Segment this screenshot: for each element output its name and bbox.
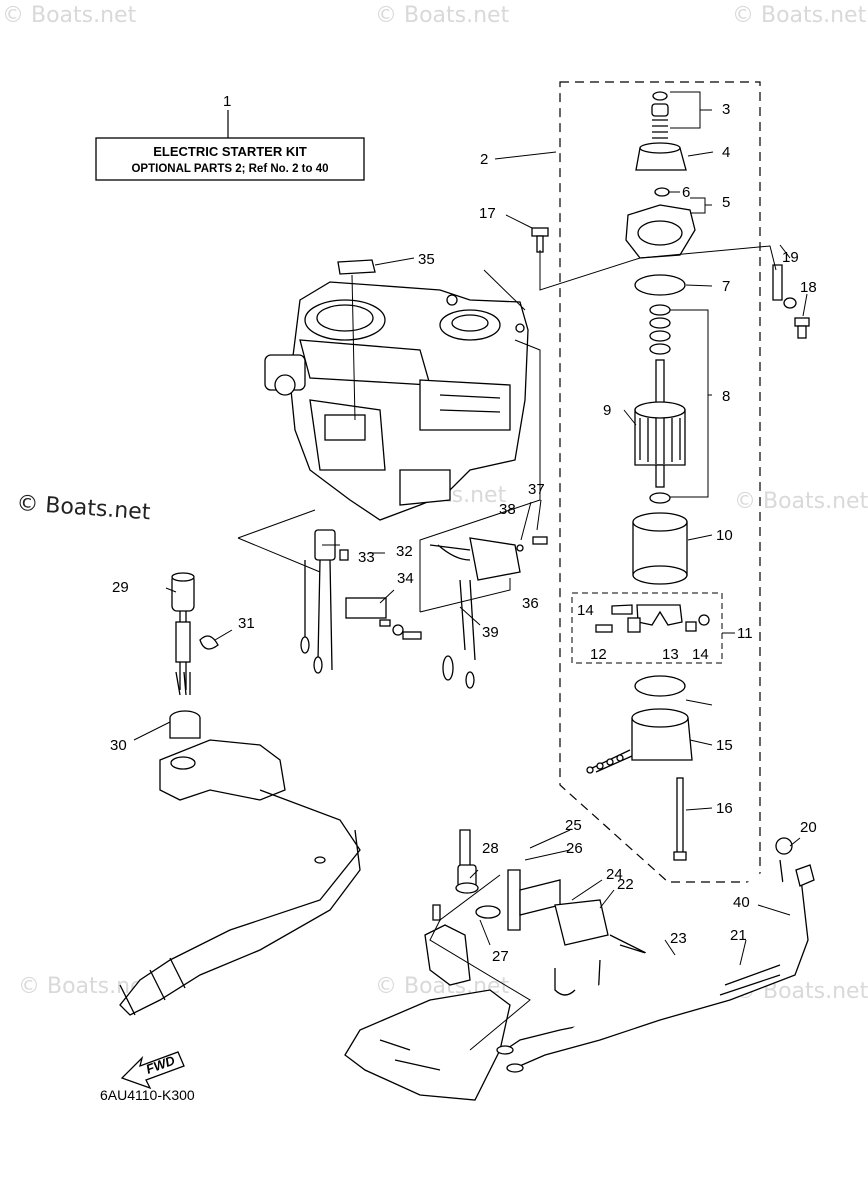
callout-38: 38: [499, 501, 516, 518]
leader-lines: [133, 91, 808, 1051]
center-wiring: [300, 259, 548, 689]
callout-33: 33: [358, 549, 375, 566]
callout-39: 39: [482, 624, 499, 641]
watermark-mid-right: © Boats.net: [734, 489, 868, 514]
engine-block: [264, 281, 529, 521]
callout-31: 31: [238, 615, 255, 632]
callout-12: 12: [590, 646, 607, 663]
callout-35: 35: [418, 251, 435, 268]
watermark-top-right: © Boats.net: [732, 3, 867, 28]
callout-2: 2: [480, 151, 488, 168]
callout-1: 1: [223, 93, 231, 110]
callout-20: 20: [800, 819, 817, 836]
callout-36: 36: [522, 595, 539, 612]
callout-10: 10: [716, 527, 733, 544]
callout-14a: 14: [577, 602, 594, 619]
title-line-2: OPTIONAL PARTS 2; Ref No. 2 to 40: [131, 163, 328, 175]
callout-23: 23: [670, 930, 687, 947]
callout-9: 9: [603, 402, 611, 419]
callout-8: 8: [722, 388, 730, 405]
callout-18: 18: [800, 279, 817, 296]
callout-37: 37: [528, 481, 545, 498]
title-box: ELECTRIC STARTER KIT OPTIONAL PARTS 2; R…: [95, 110, 365, 181]
callout-22: 22: [617, 876, 634, 893]
callout-34: 34: [397, 570, 414, 587]
callout-40: 40: [733, 894, 750, 911]
watermark-top-left: © Boats.net: [2, 3, 137, 28]
callout-11: 11: [737, 625, 753, 642]
callout-27: 27: [492, 948, 509, 965]
callout-13: 13: [662, 646, 679, 663]
callout-4: 4: [722, 144, 730, 161]
callout-32: 32: [396, 543, 413, 560]
callout-14b: 14: [692, 646, 709, 663]
callout-16: 16: [716, 800, 733, 817]
kit-boundary: [559, 81, 761, 883]
callout-26: 26: [566, 840, 583, 857]
callout-21: 21: [730, 927, 747, 944]
lower-assembly: [344, 829, 815, 1101]
brush-holder-boundary: [571, 592, 723, 664]
callout-3: 3: [722, 101, 730, 118]
callout-6: 6: [682, 184, 690, 201]
watermark-top-center: © Boats.net: [375, 3, 510, 28]
fwd-arrow-icon: FWD: [120, 1051, 185, 1090]
callout-24: 24: [606, 866, 623, 883]
callout-30: 30: [110, 737, 127, 754]
callout-5: 5: [722, 194, 730, 211]
callout-28: 28: [482, 840, 499, 857]
diagram-code: 6AU4110-K300: [100, 1087, 195, 1103]
title-line-1: ELECTRIC STARTER KIT: [153, 144, 307, 159]
switch-wiring-left: [119, 572, 361, 1016]
callout-labels: 1 2 3 4 5 6 7 8 9 10 11 12 13 14 14 15 1…: [110, 93, 817, 965]
callout-25: 25: [565, 817, 582, 834]
callout-15: 15: [716, 737, 733, 754]
callout-7: 7: [722, 278, 730, 295]
callout-17: 17: [479, 205, 496, 222]
watermark-prominent: © Boats.net: [16, 491, 152, 525]
starter-motor-assembly: [531, 91, 810, 861]
callout-19: 19: [782, 249, 799, 266]
callout-29: 29: [112, 579, 129, 596]
